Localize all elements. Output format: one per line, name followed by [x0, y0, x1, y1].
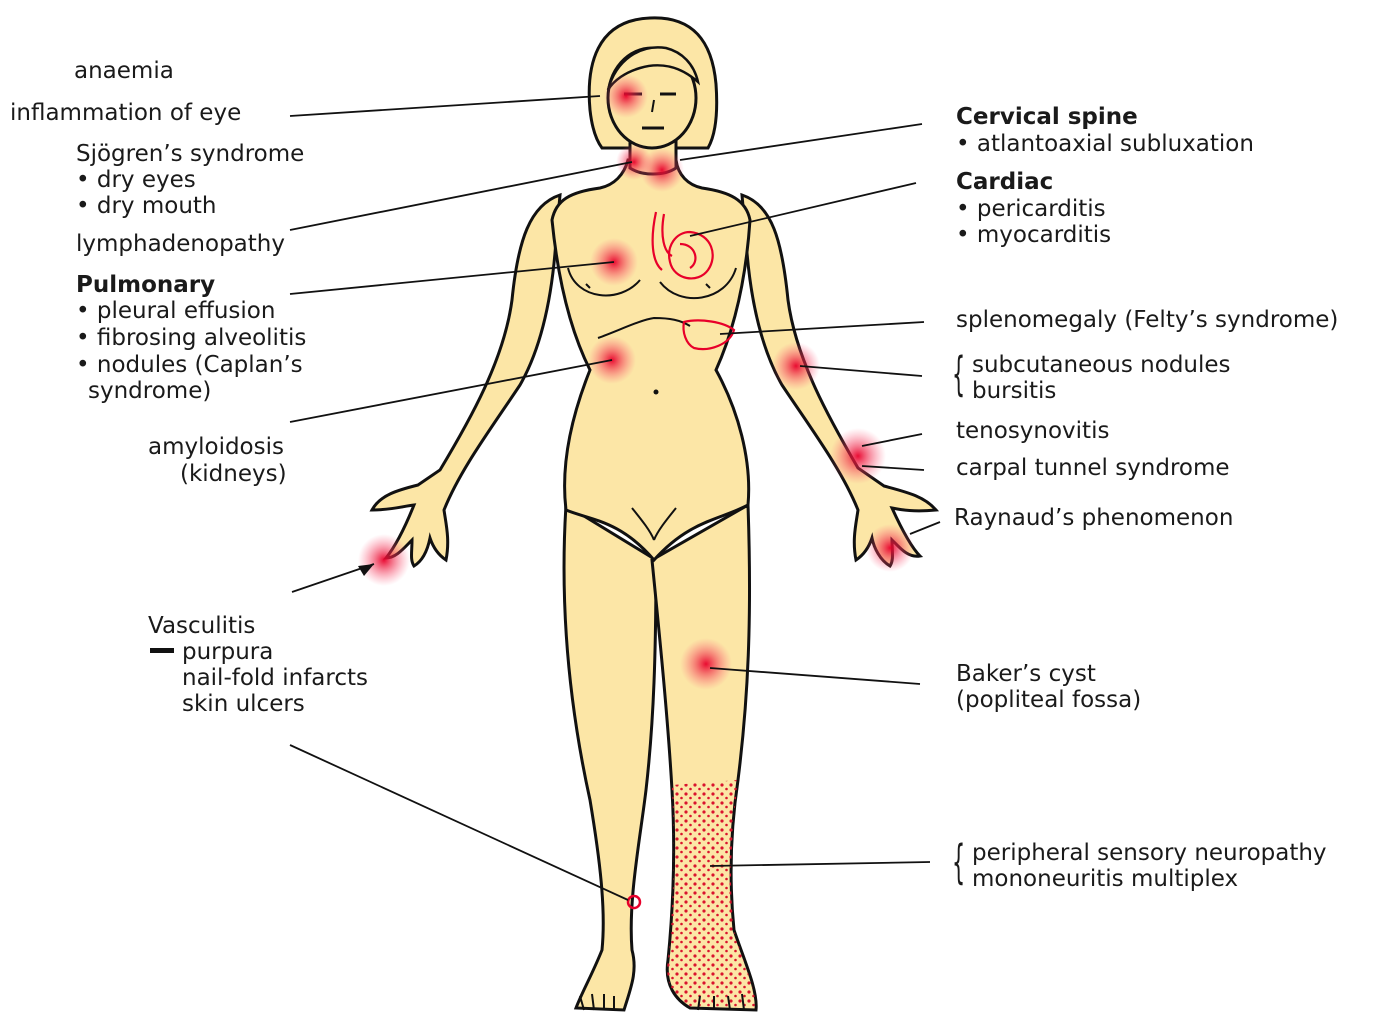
right-arm	[742, 195, 936, 566]
label-dry-eyes: • dry eyes	[76, 167, 196, 193]
label-dry-mouth: • dry mouth	[76, 193, 217, 219]
label-cervical-spine-title: Cervical spine	[956, 104, 1138, 130]
label-nodules-caplan: • nodules (Caplan’s	[76, 352, 303, 378]
label-pleural-effusion: • pleural effusion	[76, 298, 275, 324]
brace-neuropathy: {	[952, 836, 965, 888]
lesion-elbow	[772, 342, 820, 390]
lesion-neck-right	[640, 148, 684, 192]
left-leg	[564, 505, 656, 1010]
label-mononeuritis: mononeuritis multiplex	[972, 866, 1238, 892]
label-tenosynovitis: tenosynovitis	[956, 418, 1109, 444]
torso	[552, 160, 750, 560]
purpura-dash	[150, 648, 174, 653]
label-bakers-cyst: Baker’s cyst	[956, 661, 1096, 687]
lesion-knee	[680, 638, 732, 690]
label-atlantoaxial-subluxation: • atlantoaxial subluxation	[956, 131, 1254, 157]
label-skin-ulcers: skin ulcers	[182, 691, 305, 717]
label-fibrosing-alveolitis: • fibrosing alveolitis	[76, 325, 306, 351]
label-amyloidosis: amyloidosis	[148, 434, 284, 460]
label-pulmonary-title: Pulmonary	[76, 272, 215, 298]
label-raynaud: Raynaud’s phenomenon	[954, 505, 1233, 531]
label-popliteal-fossa: (popliteal fossa)	[956, 687, 1141, 713]
lesion-wrist	[830, 428, 886, 484]
lesion-fingertips-left	[358, 534, 410, 586]
label-subcutaneous-nodules: subcutaneous nodules	[972, 352, 1231, 378]
label-peripheral-neuropathy: peripheral sensory neuropathy	[972, 840, 1327, 866]
left-arm	[372, 195, 560, 566]
label-vasculitis-title: Vasculitis	[148, 613, 255, 639]
label-cardiac-title: Cardiac	[956, 169, 1053, 195]
label-splenomegaly: splenomegaly (Felty’s syndrome)	[956, 307, 1338, 333]
lower-leg-rash	[667, 780, 756, 1008]
lesion-fingertips-right	[866, 524, 914, 572]
label-nail-fold-infarcts: nail-fold infarcts	[182, 665, 368, 691]
label-myocarditis: • myocarditis	[956, 222, 1111, 248]
navel	[654, 390, 659, 395]
label-inflammation-of-eye: inflammation of eye	[10, 100, 241, 126]
lesion-eye	[604, 74, 648, 118]
label-anaemia: anaemia	[74, 58, 174, 84]
label-pericarditis: • pericarditis	[956, 196, 1106, 222]
label-purpura: purpura	[182, 639, 273, 665]
label-sjogren-title: Sjögren’s syndrome	[76, 141, 304, 167]
label-carpal-tunnel: carpal tunnel syndrome	[956, 455, 1230, 481]
label-nodules-caplan-cont: syndrome)	[88, 378, 211, 404]
brace-nodules-bursitis: {	[952, 348, 965, 400]
label-amyloidosis-kidneys: (kidneys)	[180, 461, 287, 487]
label-lymphadenopathy: lymphadenopathy	[76, 231, 285, 257]
label-bursitis: bursitis	[972, 378, 1056, 404]
